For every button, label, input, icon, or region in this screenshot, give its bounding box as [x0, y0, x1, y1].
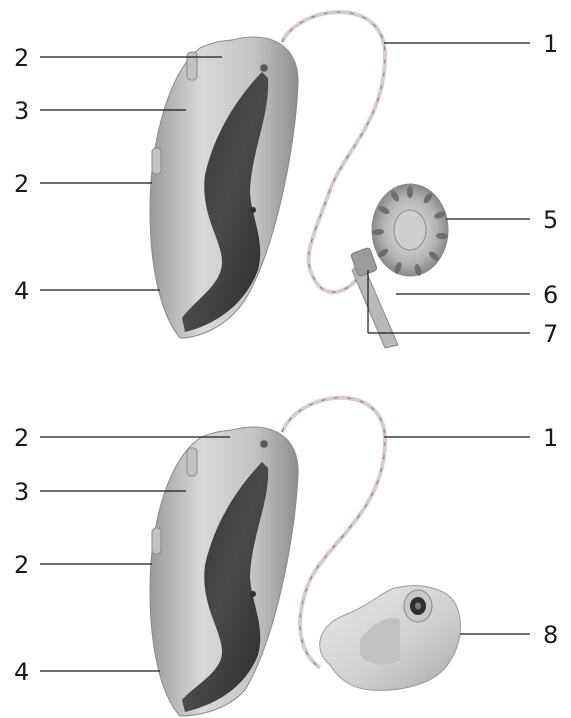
hearing-aid-housing — [150, 37, 298, 338]
top-button-icon — [187, 448, 197, 476]
hearing-aid-housing — [150, 427, 298, 716]
top-panel: 2 3 2 4 1 5 6 7 — [14, 12, 558, 348]
top-button-icon — [187, 52, 197, 80]
side-button-icon — [152, 528, 161, 554]
callout-number: 7 — [543, 320, 558, 348]
callout-number: 2 — [14, 424, 29, 452]
callout-number: 5 — [543, 206, 558, 234]
screw-dot-icon — [250, 591, 256, 597]
callout-number: 2 — [14, 170, 29, 198]
callout-number: 2 — [14, 551, 29, 579]
receiver-dome — [350, 184, 448, 348]
screw-dot-icon — [250, 207, 256, 213]
callout-number: 4 — [14, 277, 29, 305]
led-indicator-icon — [260, 440, 268, 448]
callout-number: 3 — [14, 97, 29, 125]
callout-number: 1 — [543, 424, 558, 452]
ear-mold — [320, 586, 461, 691]
bottom-panel: 2 3 2 4 1 8 — [14, 398, 558, 716]
callout-number: 8 — [543, 621, 558, 649]
side-button-icon — [152, 148, 161, 174]
callout-number: 6 — [543, 281, 558, 309]
callout-number: 2 — [14, 44, 29, 72]
callout-number: 4 — [14, 658, 29, 686]
led-indicator-icon — [260, 64, 268, 72]
callout-number: 1 — [543, 30, 558, 58]
callout-number: 3 — [14, 478, 29, 506]
